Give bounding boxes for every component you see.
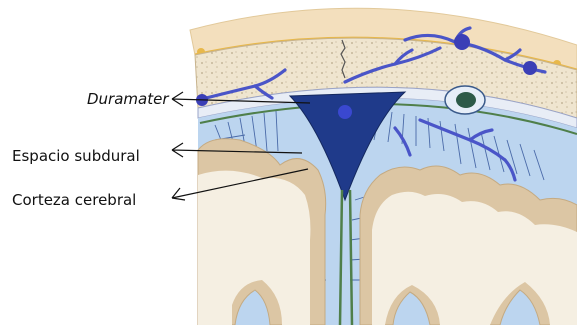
- sinus-highlight: [338, 105, 352, 119]
- vein-node-top: [454, 34, 470, 50]
- label-subdural-space: Espacio subdural: [12, 149, 140, 164]
- label-duramater: Duramater: [87, 92, 169, 107]
- label-cerebral-cortex: Corteza cerebral: [12, 193, 136, 208]
- vein-node-right: [523, 61, 537, 75]
- granulation-core: [456, 92, 476, 108]
